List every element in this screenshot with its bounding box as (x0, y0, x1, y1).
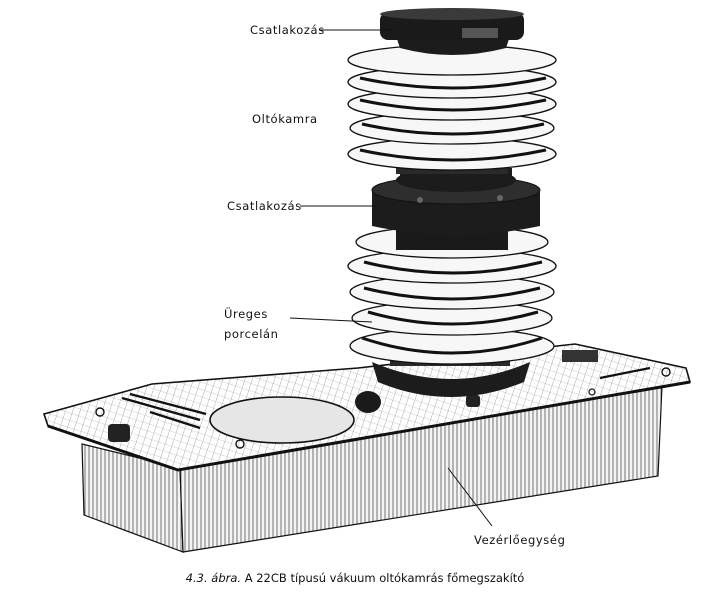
label-porcelain-line2: porcelán (224, 327, 279, 341)
base-box (42, 343, 692, 553)
figure-caption: 4.3. ábra. A 22CB típusú vákuum oltókamr… (0, 571, 710, 585)
left-knob (108, 424, 130, 442)
label-mid-connector: Csatlakozás (227, 199, 302, 213)
upper-porcelain (347, 44, 557, 174)
label-control-unit: Vezérlőegység (474, 533, 565, 547)
leader-control-unit (447, 467, 493, 527)
label-chamber: Oltókamra (252, 112, 318, 126)
inspection-window (209, 396, 355, 444)
caption-number: 4.3. ábra. (185, 571, 242, 585)
leader-lines (289, 29, 493, 527)
label-top-connector: Csatlakozás (250, 23, 325, 37)
label-porcelain-line1: Üreges (224, 305, 268, 321)
caption-text: A 22CB típusú vákuum oltókamrás főmegsza… (244, 571, 525, 585)
top-connector-cap (380, 8, 524, 55)
leader-porcelain (289, 317, 373, 323)
